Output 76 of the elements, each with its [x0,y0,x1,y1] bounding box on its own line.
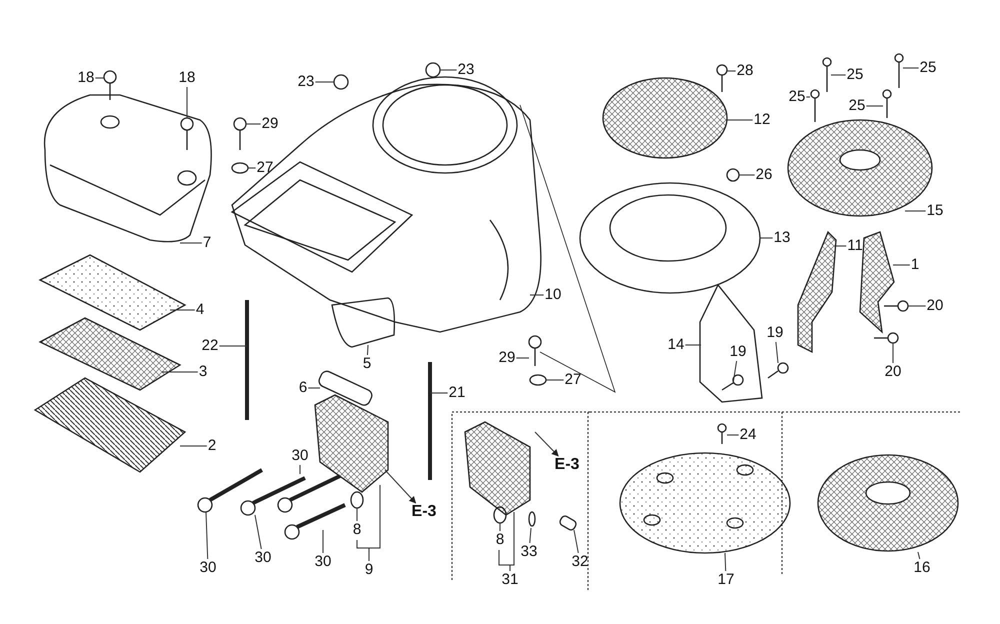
callout-number: 30 [254,550,272,566]
callout-number: 25 [848,98,866,114]
callout-number: 27 [256,160,274,176]
callout-number: 21 [448,385,466,401]
callout-number: 22 [202,338,218,354]
callout-number: 26 [756,167,772,183]
callout-number: 30 [200,560,216,576]
callout-number: 8 [496,532,504,548]
reference-arrow [384,470,416,504]
callout-number: 2 [208,438,216,454]
callout-number: 16 [914,560,930,576]
callout-number: 31 [502,572,518,588]
callout-number: 11 [847,238,863,254]
callout-number: 24 [740,427,756,443]
callout-number: 13 [774,230,790,246]
leader-line [254,514,262,550]
callout-number: 1 [910,257,920,273]
callout-number: 12 [754,112,770,128]
leader-line [529,528,532,544]
callout-number: 9 [364,562,374,578]
leader-line [904,210,926,212]
callout-number: 30 [314,554,332,570]
leader-line [180,242,202,244]
leader-line [892,342,894,364]
callout-number: 33 [520,544,538,560]
reference-label: E-3 [412,504,436,520]
leader-line [498,512,514,572]
leader-line [684,344,702,346]
leader-line [775,342,778,364]
callout-number: 29 [262,116,278,132]
callout-number: 17 [718,572,734,588]
callout-number: 10 [544,287,562,303]
leader-line [430,392,448,394]
callout-number: 5 [362,356,372,372]
callout-number: 29 [498,350,516,366]
callout-number: 30 [292,448,308,464]
callout-number: 6 [298,380,308,396]
leader-line [530,294,544,296]
leader-line [356,484,380,562]
leader-line [732,360,738,384]
callout-number: 14 [668,337,684,353]
leader-line [366,344,368,356]
leader-line [186,86,188,118]
leader-line [738,174,756,176]
leader-line [830,74,846,76]
callout-number: 25 [788,89,806,105]
leader-line [356,508,358,522]
callout-number: 19 [730,344,746,360]
callout-number: 3 [198,364,208,380]
callout-number: 25 [846,67,864,83]
callout-number: 25 [920,60,936,76]
leader-line [724,552,726,572]
callout-number: 18 [178,70,196,86]
leader-line [726,70,736,72]
callout-number: 4 [196,302,204,318]
callout-number: 32 [572,554,588,570]
callout-number: 8 [352,522,362,538]
callout-number: 23 [458,62,474,78]
callout-number: 20 [926,298,944,314]
leader-line [322,530,324,554]
callout-number: 23 [298,74,314,90]
leader-line [574,530,579,554]
callout-number: 27 [564,372,582,388]
reference-label: E-3 [554,457,580,473]
leader-line [206,512,208,560]
reference-arrow [534,432,559,456]
callout-number: 20 [884,364,902,380]
callout-number: 28 [736,63,754,79]
leader-line [892,264,910,266]
leader-line [806,96,810,98]
callout-number: 19 [766,325,784,341]
callout-number: 7 [202,235,212,251]
callout-number: 15 [926,203,944,219]
leader-line [918,552,920,560]
leader-line [726,434,740,436]
callout-number: 18 [78,70,94,86]
